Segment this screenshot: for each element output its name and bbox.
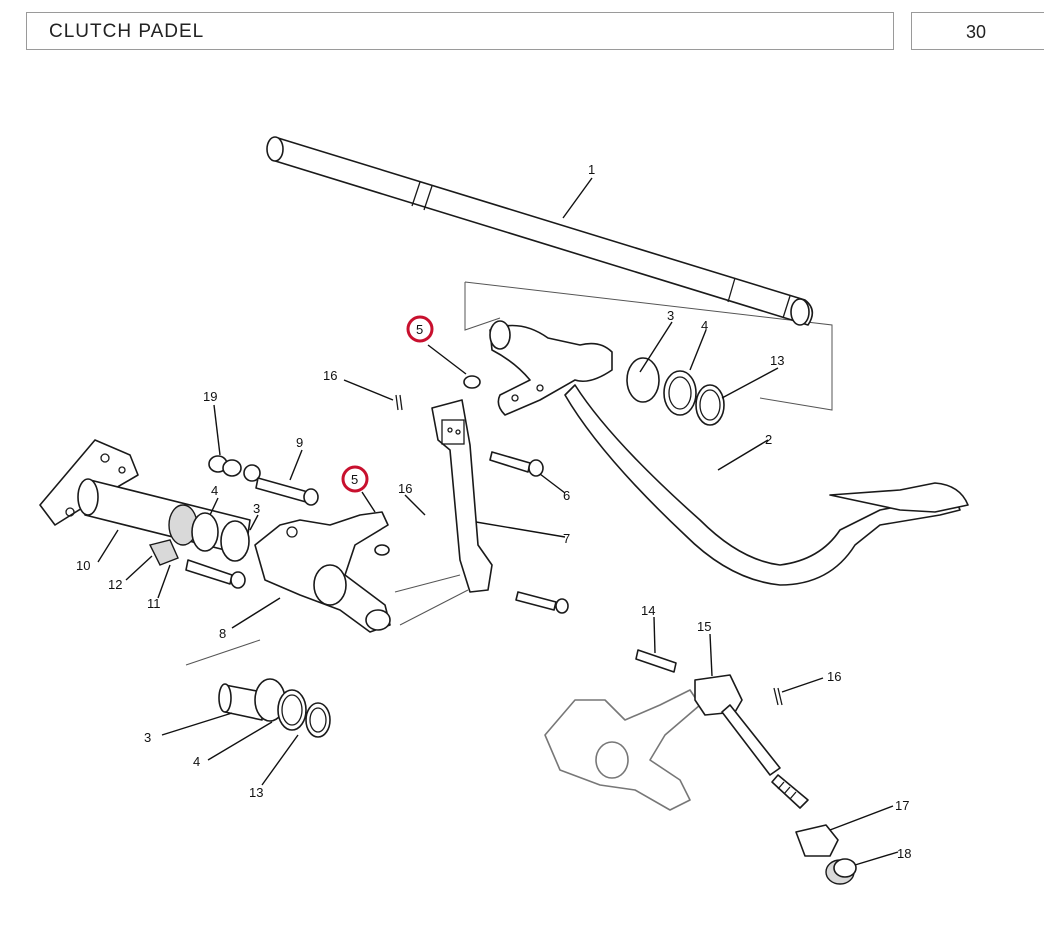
callout-9: 9 — [296, 435, 303, 450]
callout-3c: 3 — [144, 730, 151, 745]
callout-11: 11 — [147, 596, 161, 611]
part-split-pin-lower — [773, 687, 783, 706]
callout-3b: 3 — [253, 501, 260, 516]
callout-16: 16 — [323, 368, 337, 383]
callout-3: 3 — [667, 308, 674, 323]
part-bolt-11 — [185, 559, 246, 589]
page-number: 30 — [966, 22, 987, 42]
part-bolt-6 — [489, 451, 544, 477]
part-pin-14 — [635, 649, 677, 673]
part-bushing-upper — [626, 357, 725, 426]
callout-5b: 5 — [351, 472, 358, 487]
callout-13: 13 — [770, 353, 784, 368]
callout-16b: 16 — [398, 481, 412, 496]
part-clamp-12 — [148, 539, 179, 566]
highlight-circle-5-upper — [406, 315, 434, 343]
callout-6: 6 — [563, 488, 570, 503]
part-threaded-rod — [771, 774, 809, 809]
part-17 — [795, 824, 839, 857]
callout-labels: 1 2 3 4 13 5 16 19 9 4 3 5 16 7 6 10 12 … — [76, 162, 911, 861]
callout-12: 12 — [108, 577, 122, 592]
part-nut-18 — [825, 858, 857, 885]
part-pin-upper — [463, 375, 481, 389]
callout-4c: 4 — [193, 754, 200, 769]
callout-19: 19 — [203, 389, 217, 404]
part-rings-tube — [168, 504, 250, 562]
callout-17: 17 — [895, 798, 909, 813]
callout-18: 18 — [897, 846, 911, 861]
part-pedal-hub — [254, 511, 391, 633]
highlight-circle-5-lower — [341, 465, 369, 493]
highlight-circles — [341, 315, 434, 493]
leader-lines — [97, 177, 899, 866]
title-box: CLUTCH PADEL — [26, 12, 894, 50]
part-split-pin-upper — [395, 394, 403, 411]
part-clevis-15 — [694, 674, 781, 776]
assembly-lines-lower — [185, 574, 469, 666]
part-shaft — [266, 136, 814, 326]
callout-7: 7 — [563, 531, 570, 546]
part-bolt-19 — [208, 455, 242, 477]
callout-1: 1 — [588, 162, 595, 177]
part-clevis-rod — [431, 399, 493, 593]
part-bolt-lower — [515, 591, 569, 614]
callout-5: 5 — [416, 322, 423, 337]
callout-4: 4 — [701, 318, 708, 333]
page-number-box: 30 — [911, 12, 1044, 50]
callout-16c: 16 — [827, 669, 841, 684]
part-pedal-arm — [489, 320, 969, 586]
part-bolt-9 — [243, 464, 319, 506]
page-title: CLUTCH PADEL — [49, 21, 205, 42]
callout-8: 8 — [219, 626, 226, 641]
callout-15: 15 — [697, 619, 711, 634]
part-hub-ghost — [544, 689, 701, 811]
assembly-outline — [464, 281, 833, 411]
callout-2: 2 — [765, 432, 772, 447]
callout-4b: 4 — [211, 483, 218, 498]
callout-13c: 13 — [249, 785, 263, 800]
callout-10: 10 — [76, 558, 90, 573]
part-bushing-lower — [218, 678, 331, 738]
callout-14: 14 — [641, 603, 655, 618]
